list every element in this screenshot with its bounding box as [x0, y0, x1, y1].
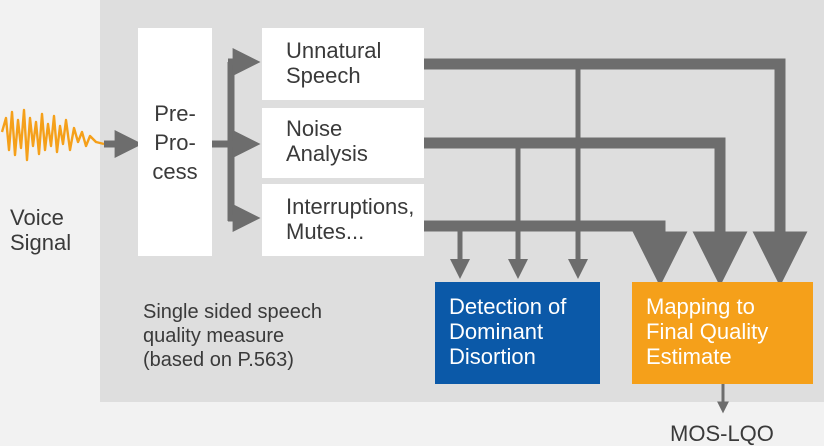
arrows-from-interruptions: [424, 220, 688, 287]
arrows-from-noise-analysis: [424, 137, 748, 287]
detection-block: Detection of Dominant Disortion: [435, 282, 600, 384]
mapping-block: Mapping to Final Quality Estimate: [632, 282, 813, 384]
voice-waveform-icon: [0, 108, 105, 162]
mos-lqo-label: MOS-LQO: [670, 421, 774, 446]
measure-note: Single sided speech quality measure (bas…: [143, 301, 323, 371]
noise-analysis-block: Noise Analysis: [262, 108, 424, 178]
preprocess-block: Pre- Pro- cess: [138, 28, 212, 256]
unnatural-speech-block: Unnatural Speech: [262, 28, 424, 100]
interruptions-block: Interruptions, Mutes...: [262, 184, 424, 256]
arrows-from-unnatural-speech: [424, 58, 808, 287]
preprocess-split-arrows: [212, 48, 261, 232]
voice-signal-label: Voice Signal: [10, 205, 72, 255]
